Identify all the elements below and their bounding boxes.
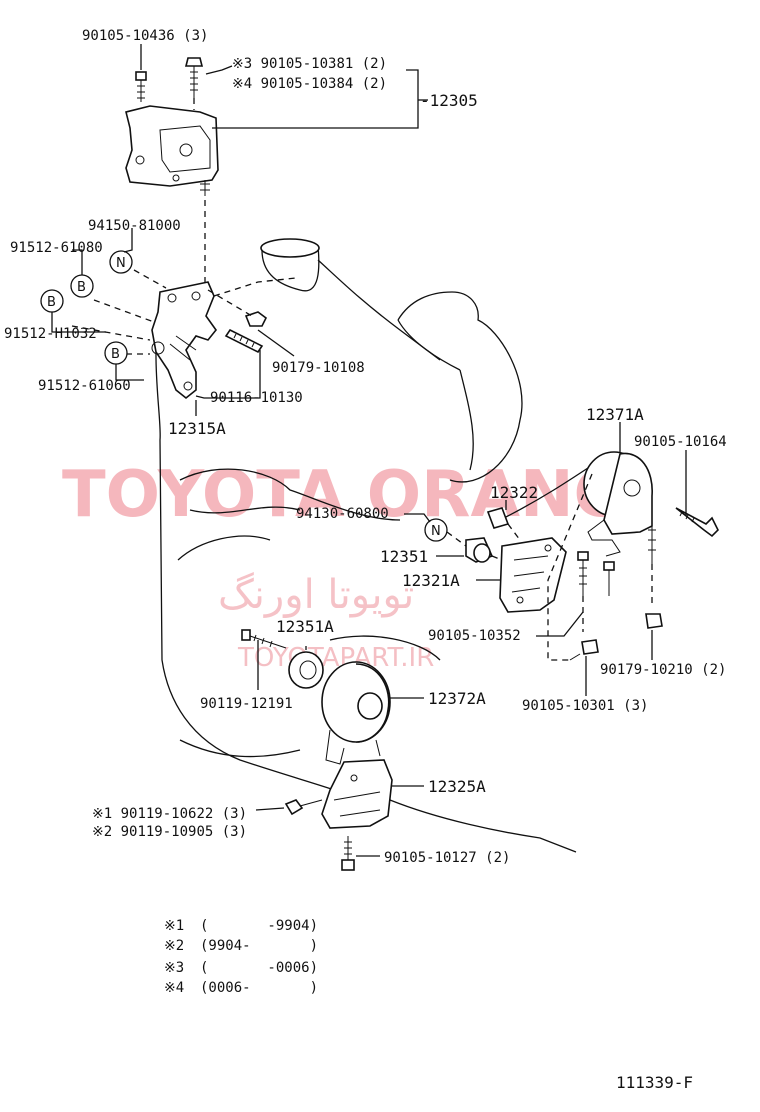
bolt-90105-10301	[569, 639, 599, 661]
label-91512-H1032: 91512-H1032	[4, 326, 97, 342]
bracket-12321A	[499, 537, 567, 613]
label-12325A: 12325A	[428, 777, 486, 796]
legend-range-1: ( -9904)	[200, 918, 318, 934]
diagram-id: 111339-F	[616, 1073, 693, 1092]
legend-range-2: (9904- )	[200, 938, 318, 954]
legend-mark-4: ※4	[164, 980, 184, 996]
label-90105-10384: ※4 90105-10384 (2)	[232, 76, 387, 92]
watermark-brand: TOYOTA ORANG	[62, 458, 626, 532]
legend-mark-2: ※2	[164, 938, 184, 954]
callout-B-left: B	[40, 289, 64, 313]
bolt-90105-10436	[135, 71, 147, 102]
label-90105-10352: 90105-10352	[428, 628, 521, 644]
label-12305: -12305	[420, 91, 478, 110]
svg-text:B: B	[111, 347, 120, 362]
legend-mark-1: ※1	[164, 918, 184, 934]
callout-N-right: N	[424, 518, 448, 542]
mount-bracket-12315A	[151, 281, 218, 400]
label-90119-10905: ※2 90119-10905 (3)	[92, 824, 247, 840]
label-90179-10210: 90179-10210 (2)	[600, 662, 726, 678]
bolt-90105-10164	[675, 507, 719, 538]
label-91512-61080: 91512-61080	[10, 240, 103, 256]
engine-block-outline	[155, 238, 601, 853]
bolt-90105-10352	[577, 551, 615, 596]
nut-90179-10210	[645, 613, 663, 629]
label-12351A: 12351A	[276, 617, 334, 636]
label-90105-10381: ※3 90105-10381 (2)	[232, 56, 387, 72]
callout-N-top: N	[109, 250, 133, 274]
legend-range-4: (0006- )	[200, 980, 318, 996]
bolt-90105-10127	[341, 836, 355, 871]
cushion-12351	[465, 537, 494, 563]
svg-text:N: N	[116, 256, 126, 271]
label-12315A: 12315A	[168, 419, 226, 438]
bolt-90119-10622	[284, 799, 323, 816]
label-90105-10127: 90105-10127 (2)	[384, 850, 510, 866]
engine-mount-12305	[125, 105, 219, 196]
label-12371A: 12371A	[586, 405, 644, 424]
label-90105-10301: 90105-10301 (3)	[522, 698, 648, 714]
label-12351: 12351	[380, 547, 428, 566]
label-12322: 12322	[490, 483, 538, 502]
svg-text:B: B	[77, 280, 86, 295]
watermark-url: TOYOTAPART.IR	[237, 643, 434, 673]
engine-mount-12372A	[321, 661, 391, 765]
cushion-12351A	[288, 651, 324, 689]
legend-range-3: ( -0006)	[200, 960, 318, 976]
bolt-90119-12191	[241, 629, 287, 649]
label-94130-60800: 94130-60800	[296, 506, 389, 522]
label-90179-10108: 90179-10108	[272, 360, 365, 376]
bolt-90105-10381	[184, 57, 204, 98]
label-12321A: 12321A	[402, 571, 460, 590]
legend-mark-3: ※3	[164, 960, 184, 976]
svg-text:B: B	[47, 295, 56, 310]
stud-90116-10130	[224, 328, 264, 354]
label-90116-10130: 90116-10130	[210, 390, 303, 406]
label-90119-10622: ※1 90119-10622 (3)	[92, 806, 247, 822]
engine-mount-12371A	[583, 451, 656, 564]
label-91512-61060: 91512-61060	[38, 378, 131, 394]
label-90105-10436: 90105-10436 (3)	[82, 28, 208, 44]
label-90119-12191: 90119-12191	[200, 696, 293, 712]
callout-B-lower: B	[104, 341, 128, 365]
label-12372A: 12372A	[428, 689, 486, 708]
bracket-12325A	[321, 759, 393, 829]
callout-B-upper: B	[70, 274, 94, 298]
legend: ※1 ( -9904) ※2 (9904- ) ※3 ( -0006) ※4 (…	[164, 918, 318, 996]
label-90105-10164: 90105-10164	[634, 434, 727, 450]
watermark-persian: تویوتا اورنگ	[218, 572, 414, 618]
label-94150-81000: 94150-81000	[88, 218, 181, 234]
svg-text:N: N	[431, 524, 441, 539]
